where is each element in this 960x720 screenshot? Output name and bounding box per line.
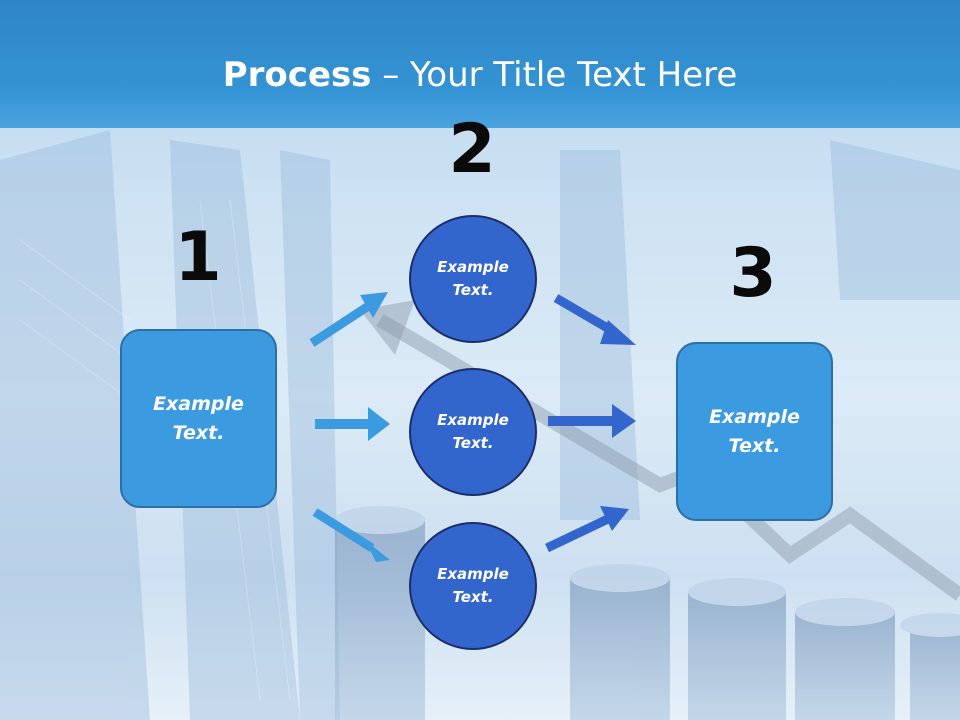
title-bold: Process	[222, 55, 372, 95]
step-box-1: Example Text.	[120, 329, 277, 508]
step-number-2: 2	[448, 110, 496, 189]
step-number-3: 3	[729, 234, 777, 313]
arrow-top-to-3	[553, 294, 636, 345]
arrow-1-to-top	[309, 292, 388, 347]
step-number-1: 1	[174, 218, 222, 297]
arrow-1-to-bottom	[312, 508, 390, 562]
circle-top: Example Text.	[409, 215, 537, 343]
step-box-3: Example Text.	[676, 342, 833, 521]
step-box-3-text: Example Text.	[709, 405, 800, 457]
circle-middle: Example Text.	[409, 368, 537, 496]
arrow-1-to-middle	[315, 407, 390, 441]
title-rest: – Your Title Text Here	[371, 55, 738, 95]
circle-bottom: Example Text.	[409, 522, 537, 650]
slide-title: Process – Your Title Text Here	[0, 50, 960, 100]
step-box-1-text: Example Text.	[153, 392, 244, 444]
title-bar	[0, 0, 960, 128]
circle-bottom-text: Example Text.	[437, 565, 509, 606]
arrow-bottom-to-3	[545, 506, 629, 553]
circle-top-text: Example Text.	[437, 258, 509, 299]
circle-middle-text: Example Text.	[437, 411, 509, 452]
arrow-middle-to-3	[548, 404, 636, 438]
